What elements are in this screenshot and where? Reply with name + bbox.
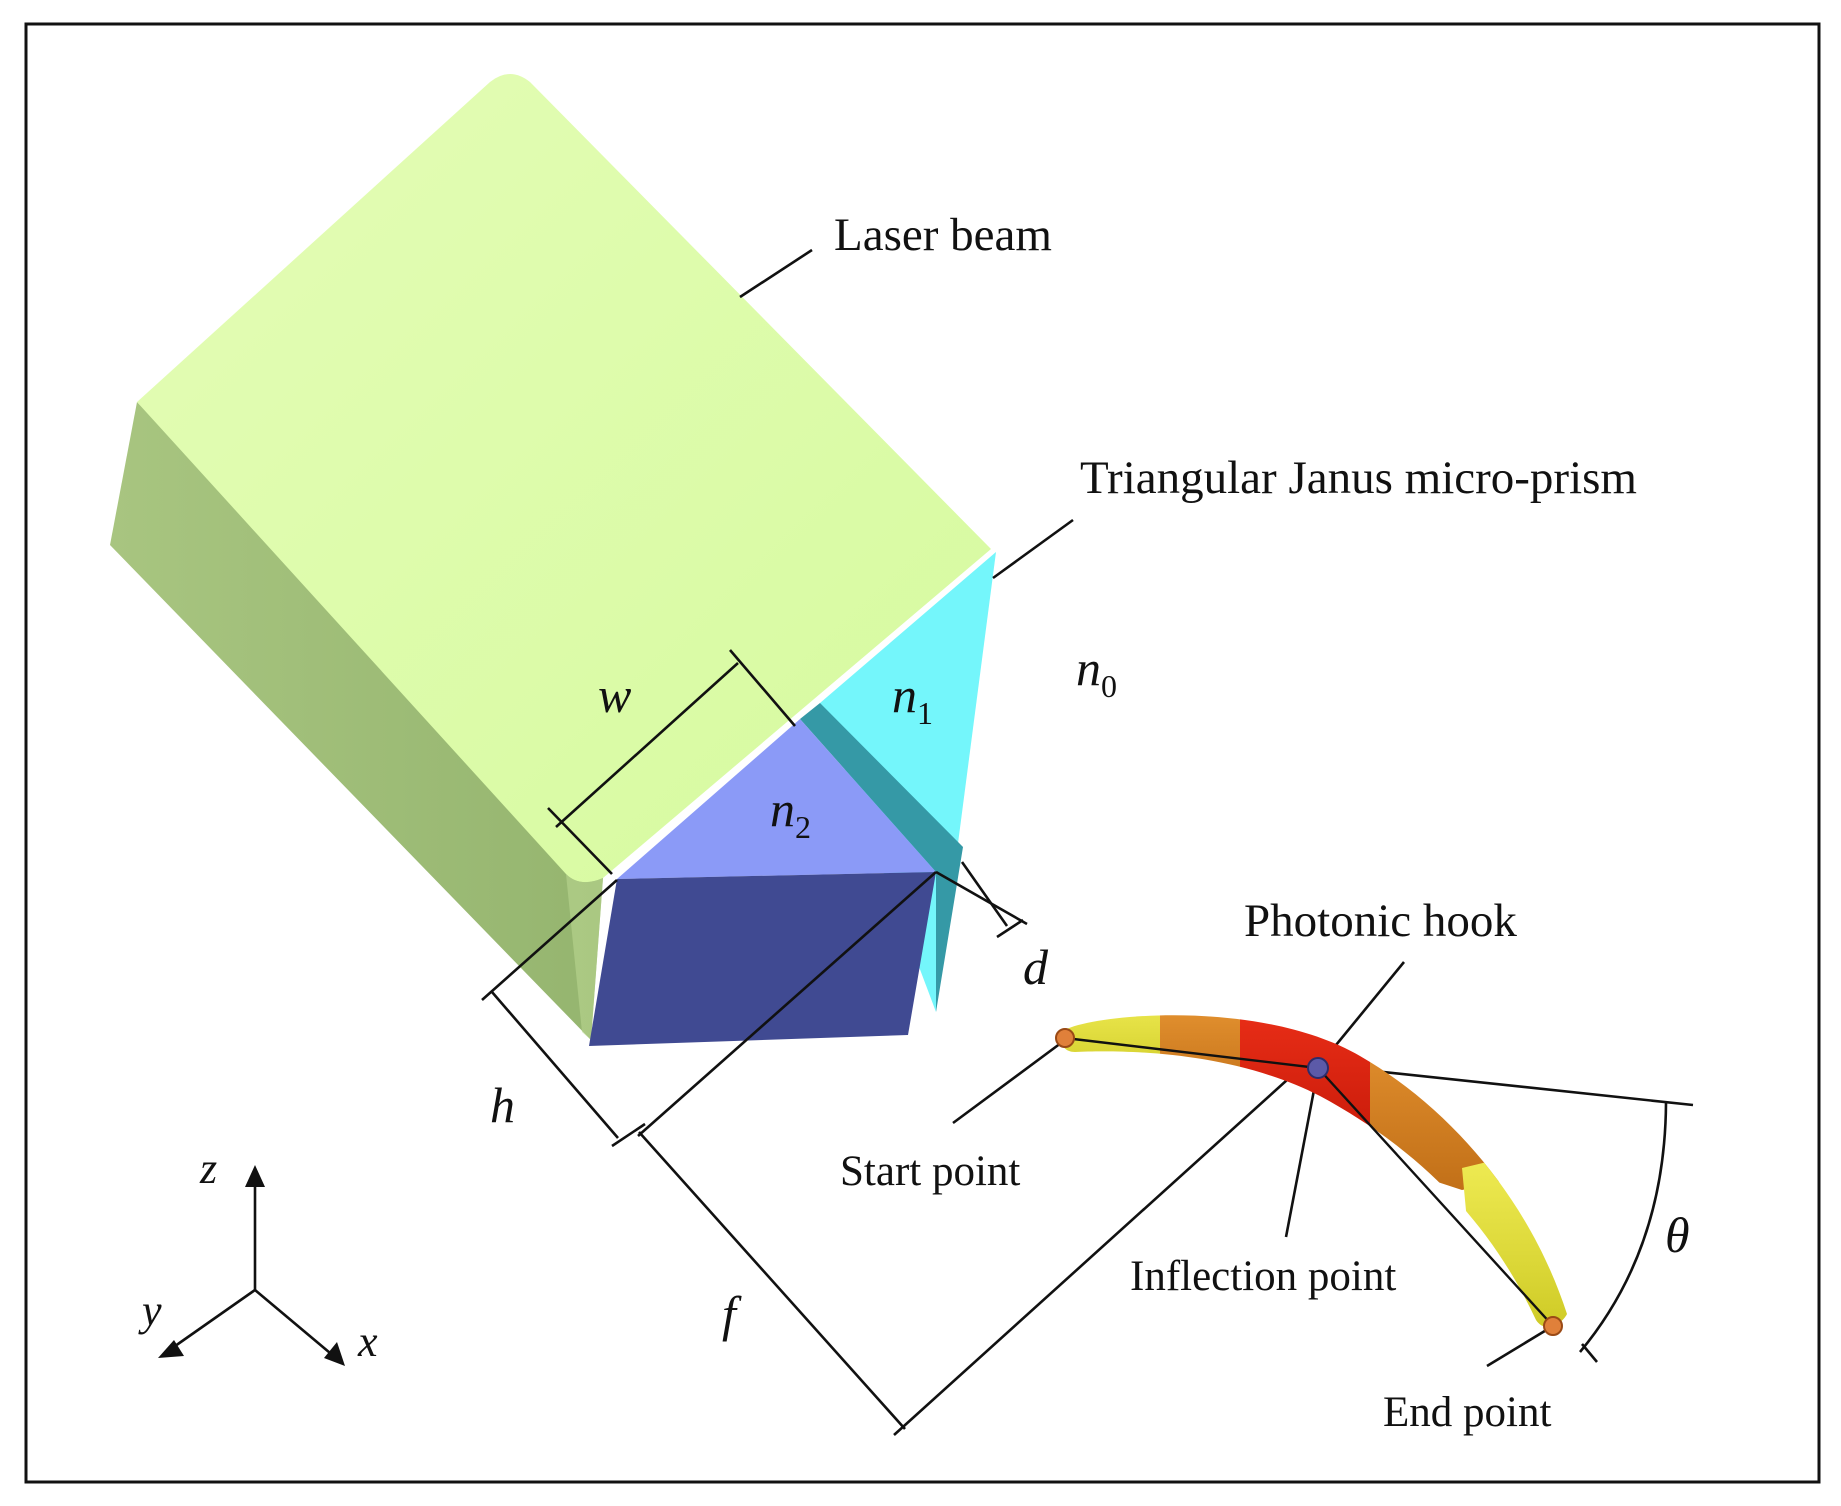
n1-label: n1 xyxy=(892,667,933,731)
y-axis-line xyxy=(167,1288,256,1353)
coordinate-axes xyxy=(158,1165,345,1366)
z-axis-arrowhead xyxy=(245,1165,265,1187)
end-point-marker xyxy=(1543,1316,1563,1336)
end-point-label: End point xyxy=(1383,1389,1551,1436)
theta-label: θ xyxy=(1665,1207,1690,1263)
n0-label: n0 xyxy=(1076,640,1117,704)
laser-beam-top-face xyxy=(137,74,991,883)
w-label: w xyxy=(598,667,631,723)
prism-leader xyxy=(992,518,1074,580)
f-tick-bottom xyxy=(893,1051,1319,1436)
prism-n2-front-face xyxy=(589,872,936,1046)
x-axis-line xyxy=(254,1289,337,1359)
h-dimension-line xyxy=(491,991,619,1139)
prism-n1-face xyxy=(820,552,996,1012)
start-point-leader xyxy=(952,1041,1062,1125)
w-dimension-line xyxy=(555,662,739,828)
h-tick-top xyxy=(481,879,618,1001)
d-label: d xyxy=(1023,939,1049,995)
z-axis-label: z xyxy=(199,1144,217,1193)
d-dimension-line xyxy=(960,861,1009,927)
laser-beam-label: Laser beam xyxy=(834,209,1052,261)
y-axis-label: y xyxy=(138,1286,162,1335)
d-tick-a xyxy=(935,870,1028,926)
prism-n2-top-face xyxy=(617,719,936,879)
x-axis-arrowhead xyxy=(324,1342,345,1366)
w-tick-left xyxy=(547,807,613,875)
start-point-marker xyxy=(1055,1028,1075,1048)
laser-beam-side-face xyxy=(110,402,603,1040)
inflection-point-leader xyxy=(1284,1068,1320,1238)
w-tick-right xyxy=(729,649,796,727)
y-axis-arrowhead xyxy=(158,1340,184,1358)
x-axis-label: x xyxy=(357,1317,378,1366)
inflection-point-marker xyxy=(1307,1057,1329,1079)
theta-arc xyxy=(1579,1102,1668,1353)
f-tick-top xyxy=(637,871,937,1137)
prism-n1-shadow-face xyxy=(800,703,963,1012)
photonic-hook-label: Photonic hook xyxy=(1244,895,1517,947)
h-label: h xyxy=(490,1077,515,1133)
d-tick-b xyxy=(996,918,1024,939)
janus-prism xyxy=(589,552,996,1046)
n2-label: n2 xyxy=(770,781,811,845)
laser-beam-leader xyxy=(739,248,813,299)
inflection-point-label: Inflection point xyxy=(1130,1253,1396,1300)
theta-tick xyxy=(1581,1343,1598,1363)
prism-label: Triangular Janus micro-prism xyxy=(1080,452,1637,504)
end-point-leader xyxy=(1486,1324,1554,1368)
h-tick-bottom xyxy=(611,1122,646,1148)
start-point-label: Start point xyxy=(840,1148,1020,1195)
f-dimension-line xyxy=(638,1131,906,1430)
